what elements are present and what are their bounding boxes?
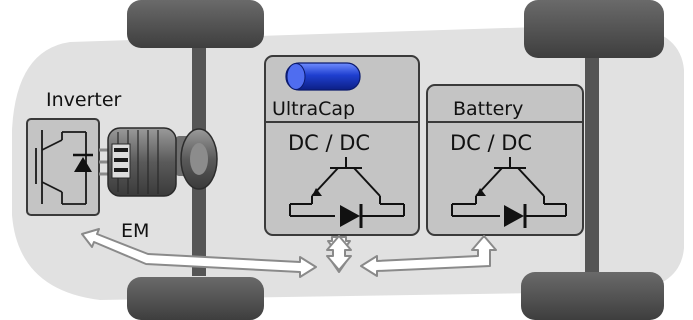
inverter-label: Inverter xyxy=(46,89,122,111)
ultracap-igbt-arrow xyxy=(312,188,322,196)
battery-label: Battery xyxy=(453,98,523,120)
differential-icon xyxy=(176,128,218,190)
em-label: EM xyxy=(121,220,149,242)
battery-flow-arrow xyxy=(360,235,497,277)
battery-igbt-symbol xyxy=(451,157,567,217)
rear-axle xyxy=(585,48,599,276)
battery-dcdc-label: DC / DC xyxy=(450,131,532,155)
rear-bottom-wheel-icon xyxy=(521,272,664,320)
ultracap-cell-icon xyxy=(285,62,361,91)
front-bottom-wheel-icon xyxy=(127,277,264,320)
ultracap-vertical-double-arrow xyxy=(326,235,352,271)
battery-diode-symbol xyxy=(504,204,527,228)
electric-motor-icon xyxy=(107,127,177,197)
inverter-box xyxy=(26,118,100,216)
ultracap-dcdc-label: DC / DC xyxy=(288,131,370,155)
ultracap-dcdc-box xyxy=(264,55,420,236)
inverter-flow-arrow xyxy=(81,228,317,278)
battery-igbt-arrow xyxy=(476,188,486,196)
front-top-wheel-icon xyxy=(127,0,264,48)
inverter-diode-symbol xyxy=(73,153,93,172)
rear-top-wheel-icon xyxy=(524,0,664,58)
ultracap-label: UltraCap xyxy=(272,98,355,120)
ultracap-diode-symbol xyxy=(340,204,363,228)
